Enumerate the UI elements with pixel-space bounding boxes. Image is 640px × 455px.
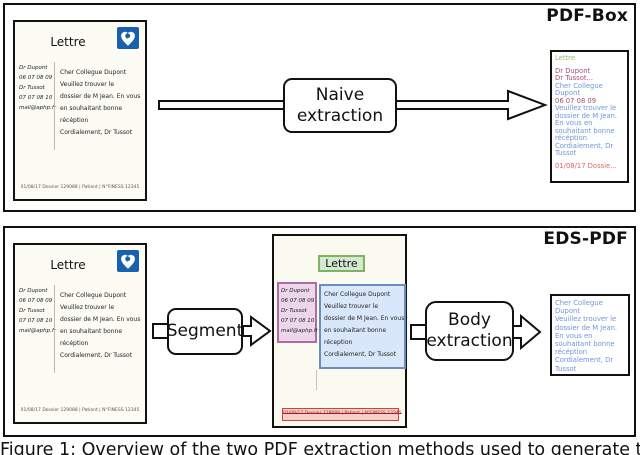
naive-extraction-label-line2: extraction bbox=[296, 105, 384, 126]
text-line: En vous en bbox=[555, 331, 593, 340]
segment-contact-box: Dr Dupont 06 07 08 09 Dr Tussot 07 07 08 10… bbox=[277, 282, 319, 343]
aphp-logo-icon bbox=[117, 27, 139, 49]
text-line: Dr Dupont bbox=[281, 288, 310, 294]
text-line: réception bbox=[324, 339, 353, 346]
column-divider bbox=[54, 285, 55, 373]
text-line: Veuillez trouver le bbox=[60, 304, 115, 311]
segment-footer-box: 01/08/17 Dossier 129088 | Patient | N°FI… bbox=[282, 408, 402, 421]
text-line: Dr Dupont bbox=[19, 288, 48, 294]
column-divider bbox=[316, 370, 317, 390]
text-line: mail@aphp.fr bbox=[19, 328, 57, 334]
text-line: dossier de M Jean. En vous bbox=[60, 316, 141, 323]
text-line: Cher Collegue Dupont bbox=[60, 292, 127, 299]
letter-contact-column: Dr Dupont 06 07 08 09 Dr Tussot 07 07 08 10… bbox=[19, 63, 57, 113]
segmented-document: Lettre Dr Dupont 06 07 08 09 Dr Tussot 07 0… bbox=[272, 234, 407, 428]
text-line: 07 07 08 10 bbox=[19, 95, 53, 101]
naive-extraction-box: Naive extraction bbox=[283, 78, 397, 133]
text-line: Cordialement, Dr Tussot bbox=[60, 129, 133, 136]
text-line: 06 07 08 09 bbox=[19, 298, 53, 304]
text-line: Cordialement, Dr bbox=[555, 141, 614, 150]
eds-pdf-panel-label: EDS-PDF bbox=[543, 229, 628, 249]
segment-box: Segment bbox=[167, 308, 243, 355]
source-letter: Lettre Dr Dupont 06 07 08 09 Dr Tussot 07 0… bbox=[13, 243, 147, 424]
text-line: dossier de M Jean. En vous bbox=[324, 315, 405, 322]
text-line: en souhaitant bonne bbox=[324, 327, 387, 334]
text-line: Cordialement, Dr Tussot bbox=[324, 351, 397, 358]
text-line: mail@aphp.fr bbox=[19, 105, 57, 111]
text-line: 06 07 08 09 bbox=[555, 96, 597, 105]
text-line: souhaitant bonne bbox=[555, 126, 615, 135]
body-extraction-box: Body extraction bbox=[425, 301, 514, 361]
segment-arrow bbox=[152, 315, 272, 347]
body-extraction-label-line1: Body bbox=[448, 310, 491, 330]
text-line: Dupont bbox=[555, 307, 580, 316]
text-line: Dr Tussot bbox=[19, 308, 45, 314]
body-extraction-label-line2: extraction bbox=[426, 331, 513, 351]
letter-title: Lettre bbox=[50, 258, 86, 272]
text-line: 06 07 08 09 bbox=[281, 298, 315, 304]
text-line: récéption bbox=[60, 340, 89, 347]
text-line: mail@aphp.fr bbox=[281, 328, 319, 334]
text-line: récéption bbox=[60, 117, 89, 124]
letter-footer: 01/08/17 Dossier 129088 | Patient | N°FI… bbox=[20, 408, 140, 413]
letter-contact-column: Dr Dupont 06 07 08 09 Dr Tussot 07 07 08 10… bbox=[19, 286, 57, 336]
body-extraction-arrow bbox=[410, 313, 542, 351]
text-line: Cher Collegue Dupont bbox=[324, 291, 391, 298]
text-line: en souhaitant bonne bbox=[60, 328, 123, 335]
letter-title: Lettre bbox=[50, 35, 86, 49]
text-line: 07 07 08 10 bbox=[281, 318, 315, 324]
text-line: Dr Tussot bbox=[281, 308, 307, 314]
segment-title-box: Lettre bbox=[318, 255, 365, 272]
text-line: Cher Collegue bbox=[555, 81, 603, 90]
text-line: Dr Tussot bbox=[19, 85, 45, 91]
text-line: dossier de M Jean. bbox=[555, 323, 618, 332]
text-line: Dr Tussot... bbox=[555, 74, 594, 82]
aphp-logo-icon bbox=[117, 250, 139, 272]
text-line: Tussot bbox=[555, 364, 577, 373]
text-line: Dupont bbox=[555, 89, 580, 97]
text-line: Cher Collegue Dupont bbox=[60, 69, 127, 76]
text-line: en souhaitant bonne bbox=[60, 105, 123, 112]
text-line: récéption bbox=[555, 134, 588, 142]
text-line: Dr Dupont bbox=[19, 65, 48, 71]
pdf-box-panel-label: PDF-Box bbox=[546, 6, 628, 26]
text-line: Lettre bbox=[555, 54, 576, 62]
text-line: 06 07 08 09 bbox=[19, 75, 53, 81]
figure-caption: Figure 1: Overview of the two PDF extrac… bbox=[0, 440, 640, 455]
text-line: dossier de M Jean. En vous bbox=[60, 93, 141, 100]
text-line: Cordialement, Dr bbox=[555, 356, 614, 365]
text-line: 07 07 08 10 bbox=[19, 318, 53, 324]
column-divider bbox=[54, 62, 55, 150]
text-line: souhaitant bonne bbox=[555, 340, 615, 349]
segment-label: Segment bbox=[166, 321, 244, 341]
text-line: Veuillez trouver le bbox=[555, 315, 617, 324]
text-line: Cher Collegue bbox=[555, 299, 603, 307]
text-line: En vous en bbox=[555, 119, 593, 127]
text-line: Cordialement, Dr Tussot bbox=[60, 352, 133, 359]
text-line: Veuillez trouver le bbox=[555, 104, 617, 112]
text-line: Veuillez trouver le bbox=[60, 81, 115, 88]
text-line: Tussot bbox=[555, 149, 577, 157]
naive-extraction-label-line1: Naive bbox=[315, 84, 365, 105]
text-line: dossier de M Jean. bbox=[555, 111, 618, 120]
letter-footer: 01/08/17 Dossier 129088 | Patient | N°FI… bbox=[20, 185, 140, 190]
text-line: Dr Dupont bbox=[555, 66, 591, 75]
text-line: Veuillez trouver le bbox=[324, 303, 379, 310]
text-line: 01/08/17 Dossie... bbox=[555, 161, 617, 170]
source-letter: Lettre Dr Dupont 06 07 08 09 Dr Tussot 07 0… bbox=[13, 20, 147, 201]
text-line: récéption bbox=[555, 348, 588, 357]
